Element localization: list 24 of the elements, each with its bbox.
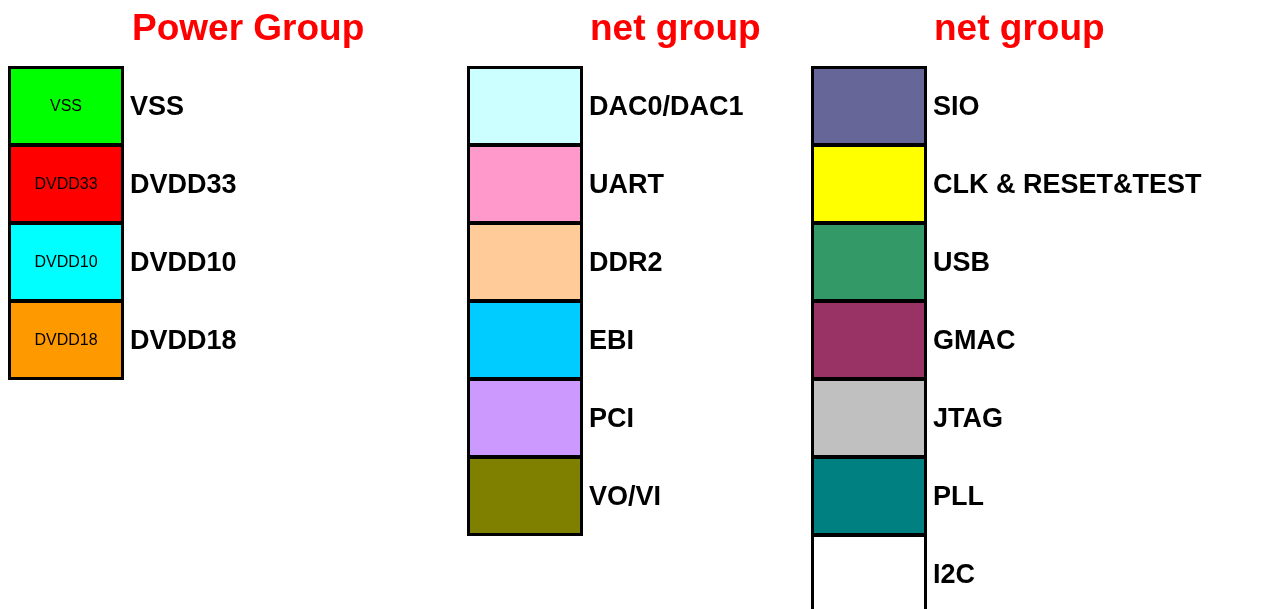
legend-label: EBI (589, 324, 634, 356)
legend-label: SIO (933, 90, 980, 122)
group-heading: Power Group (132, 6, 365, 50)
legend-label: DVDD33 (130, 168, 237, 200)
legend-label: DVDD10 (130, 246, 237, 278)
legend-label: CLK & RESET&TEST (933, 168, 1202, 200)
legend-label: JTAG (933, 402, 1003, 434)
swatch-label: DVDD33 (34, 174, 98, 194)
legend-label: I2C (933, 558, 976, 590)
legend-label: DDR2 (589, 246, 663, 278)
swatch-label: DVDD10 (34, 252, 98, 272)
legend-label: DAC0/DAC1 (589, 90, 744, 122)
swatch-label: VSS (50, 96, 82, 116)
legend-label: USB (933, 246, 990, 278)
group-heading: net group (934, 6, 1105, 50)
group-heading: net group (590, 6, 761, 50)
legend-label: VO/VI (589, 480, 662, 512)
legend-label: GMAC (933, 324, 1016, 356)
legend-label: VSS (130, 90, 185, 122)
swatch-label: DVDD18 (34, 330, 98, 350)
legend-label: PLL (933, 480, 984, 512)
legend-label: DVDD18 (130, 324, 237, 356)
legend-label: PCI (589, 402, 634, 434)
legend-label: UART (589, 168, 664, 200)
